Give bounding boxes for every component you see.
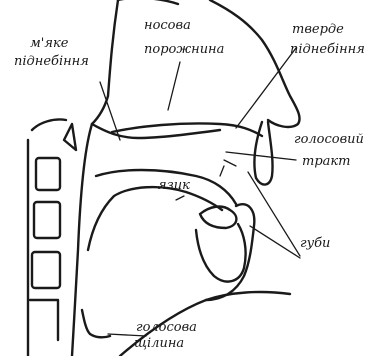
lower-lip	[200, 207, 236, 228]
label-glottis-line2: щілина	[134, 336, 184, 352]
pointer-nasal-cavity	[168, 62, 180, 110]
arrow-vocal-tract-2	[220, 166, 224, 176]
label-tongue: язик	[158, 178, 190, 194]
label-vocal-tract-line1: голосовий	[294, 132, 364, 148]
vertebra-4	[30, 300, 58, 340]
chin-outline	[206, 204, 254, 300]
label-nasal-cavity-line1: носова	[144, 18, 191, 34]
label-lips: губи	[300, 236, 330, 252]
label-soft-palate-line2: піднебіння	[14, 54, 89, 70]
pharynx-back-wall	[72, 124, 92, 356]
pointer-vocal-tract	[226, 152, 296, 160]
spine-outline	[32, 119, 66, 130]
label-vocal-tract-line2: тракт	[302, 154, 351, 170]
nasal-cavity-roof	[118, 0, 178, 4]
label-nasal-cavity-line2: порожнина	[144, 42, 224, 58]
vertebra-1	[36, 158, 60, 190]
lower-jaw	[196, 224, 246, 282]
head-outline	[210, 0, 300, 127]
spine-tab	[64, 124, 76, 150]
vertebra-3	[32, 252, 60, 288]
label-hard-palate-line2: піднебіння	[290, 42, 365, 58]
upper-lip	[254, 122, 272, 185]
pointer-lips-lower	[250, 226, 300, 258]
label-glottis-line1: голосова	[136, 320, 197, 336]
pointer-lips-upper	[248, 172, 300, 256]
label-soft-palate-line1: м'яке	[30, 36, 68, 52]
arrow-vocal-tract-1	[224, 160, 236, 166]
larynx	[82, 310, 110, 337]
label-hard-palate-line1: тверде	[292, 22, 344, 38]
nasal-cavity-outline	[92, 0, 118, 124]
vertebra-2	[34, 202, 60, 238]
pointer-tongue	[176, 196, 184, 200]
